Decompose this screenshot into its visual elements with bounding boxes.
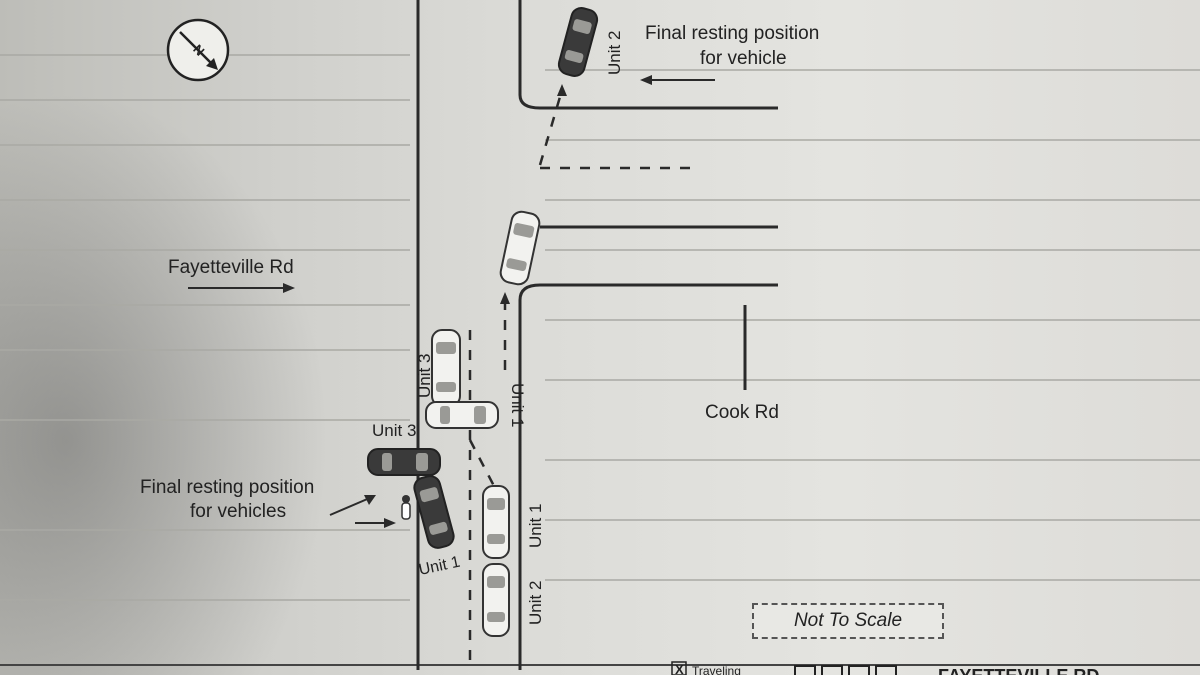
traveling-checkbox [671,661,687,675]
unit1-car-initial [482,485,510,559]
unit2-path [538,89,564,166]
unit3-vertical-label: Unit 3 [415,354,434,398]
fayetteville-direction-arrowhead [283,283,295,293]
road-name-footer: FAYETTEVILLE RD [938,666,1099,675]
unit2-car-initial [482,563,510,637]
north-arrow-icon: N [166,18,230,82]
final-resting-vehicle-line2: for vehicle [700,48,787,69]
not-to-scale-box: Not To Scale [752,603,944,639]
unit2-callout-arrowhead [640,75,652,85]
unit1-path [468,439,497,489]
unit2-arrowhead [557,84,567,96]
fayetteville-road [416,0,522,670]
form-background-lines [0,54,1200,666]
footer-boxes [794,665,897,675]
unit2-final-label: Unit 2 [605,31,624,75]
pedestrian-icon [401,495,411,520]
unit1-path-label: Unit 1 [508,383,527,427]
unit3-car-turning [425,401,499,429]
unit2-initial-label: Unit 2 [526,581,545,625]
unit2-final-car [557,7,599,77]
unit1-initial-label: Unit 1 [526,504,545,548]
cook-rd-label: Cook Rd [705,402,779,423]
traveling-label: Traveling [692,664,741,675]
north-corner-curb [518,94,778,110]
south-corner-curb [518,283,778,301]
final-resting-vehicles-line2: for vehicles [190,501,286,522]
path-arrows [188,75,715,528]
unit2-car-intersection [499,210,541,286]
vehicles-callout-arrowhead-1 [364,495,376,505]
final-resting-vehicles-line1: Final resting position [140,477,314,498]
fayetteville-rd-label: Fayetteville Rd [168,257,294,278]
unit2-approach-arrowhead [500,292,510,304]
unit3-final-car [367,448,441,476]
cook-road [518,94,778,390]
unit1-final-label: Unit 1 [417,554,462,579]
vehicles-callout-arrowhead-2 [384,518,396,528]
unit3-final-label: Unit 3 [372,421,416,440]
unit3-car-initial [431,329,461,407]
unit1-final-car [413,475,455,549]
vehicles-callout-line-1 [329,496,373,516]
final-resting-vehicle-line1: Final resting position [645,23,819,44]
traveling-checkbox-mark: X [675,662,684,675]
